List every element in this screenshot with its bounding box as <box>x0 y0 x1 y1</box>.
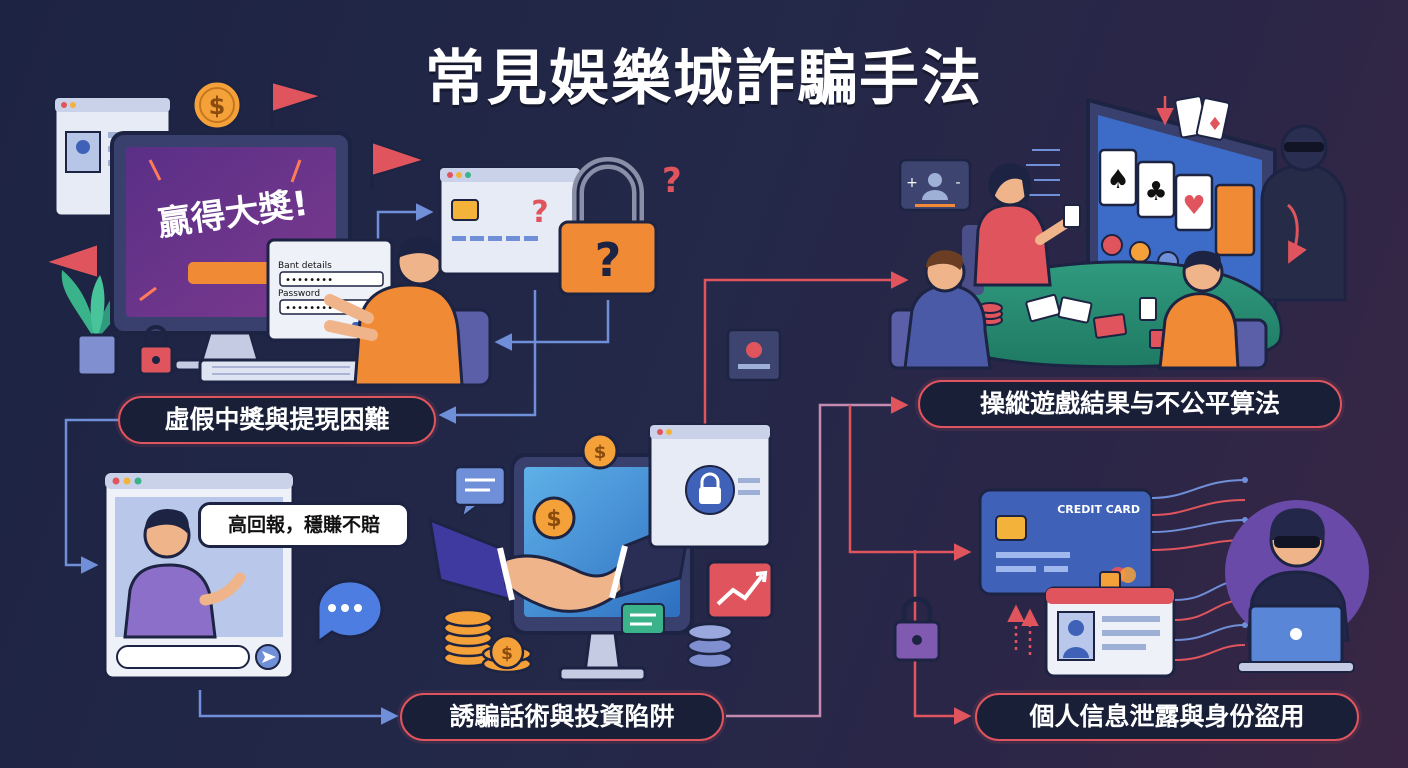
red-flag-icon <box>41 80 429 300</box>
password-input[interactable]: ••••••••• <box>285 303 339 314</box>
card-form-window: ? <box>438 166 582 276</box>
connector-screen-to-casino <box>703 271 909 430</box>
connector-lock-down <box>494 300 610 351</box>
document-icon <box>726 328 782 382</box>
chat-small-icon <box>453 465 507 520</box>
svg-text:$: $ <box>546 507 561 532</box>
dollar-coin-icon: $ <box>191 79 243 131</box>
svg-text:?: ? <box>595 233 622 287</box>
connector-label-to-data <box>726 396 909 718</box>
dollar-coin-icon: $ $ <box>532 432 619 540</box>
player-man-right <box>1139 250 1268 370</box>
svg-text:♠: ♠ <box>1106 165 1129 195</box>
svg-text:♥: ♥ <box>1182 191 1205 221</box>
trend-arrow-icon <box>706 560 774 620</box>
label-persuasion: 誘騙話術與投資陷阱 <box>400 693 724 741</box>
svg-text:$: $ <box>594 442 607 463</box>
chat-dots-icon <box>316 579 384 645</box>
credit-card-label: CREDIT CARD <box>1057 503 1140 516</box>
laptop-icon <box>1237 604 1355 673</box>
upload-arrows <box>1007 604 1039 655</box>
padlock-icon <box>138 325 174 376</box>
connector-to-card <box>848 405 972 561</box>
playing-card-icon: ♦ <box>1156 95 1231 141</box>
svg-text:♣: ♣ <box>1144 177 1167 207</box>
handshake-icon <box>428 517 692 613</box>
connector-form-to-label <box>438 290 537 424</box>
player-man-left <box>888 250 992 370</box>
question-padlock-icon: ? <box>558 157 658 296</box>
server-stack <box>686 622 734 670</box>
casino-chip-icon <box>1101 234 1179 273</box>
page-title: 常見娛樂城詐騙手法 <box>425 44 983 114</box>
bank-details-input[interactable]: •••••••• <box>285 275 333 286</box>
svg-text:+: + <box>906 175 918 191</box>
victim-man-figure <box>324 236 492 387</box>
svg-text:-: - <box>955 175 960 191</box>
label-data-leak: 個人信息泄露與身份盜用 <box>975 693 1359 741</box>
dash-lines <box>1026 149 1060 196</box>
player-woman <box>962 163 1081 295</box>
connector-label-to-chat <box>64 418 118 574</box>
padlock-window <box>648 423 772 549</box>
padlock-icon <box>893 596 941 662</box>
send-icon[interactable] <box>255 644 281 670</box>
svg-text:$: $ <box>209 92 226 120</box>
password-label: Password <box>278 289 320 299</box>
coin-stack: $ <box>442 608 533 674</box>
connector-pc-to-form <box>376 203 434 240</box>
chat-bubble: 高回報，穩賺不賠 <box>198 502 410 548</box>
bank-details-label: Bant details <box>278 261 332 271</box>
connectors <box>64 203 972 725</box>
connector-to-leak-label <box>913 550 972 725</box>
connector-chat-to-label <box>198 690 399 725</box>
label-game-manipulation: 操縱遊戲結果与不公平算法 <box>918 380 1342 428</box>
user-profile-widget: + - <box>898 158 972 212</box>
svg-text:?: ? <box>531 195 548 230</box>
svg-text:♦: ♦ <box>1207 114 1223 135</box>
question-mark-icon: ? <box>662 161 682 201</box>
label-fake-prize: 虛假中獎與提現困難 <box>118 396 436 444</box>
id-badge <box>1044 571 1176 678</box>
hacker-icon <box>1260 124 1347 302</box>
svg-text:$: $ <box>501 644 513 664</box>
